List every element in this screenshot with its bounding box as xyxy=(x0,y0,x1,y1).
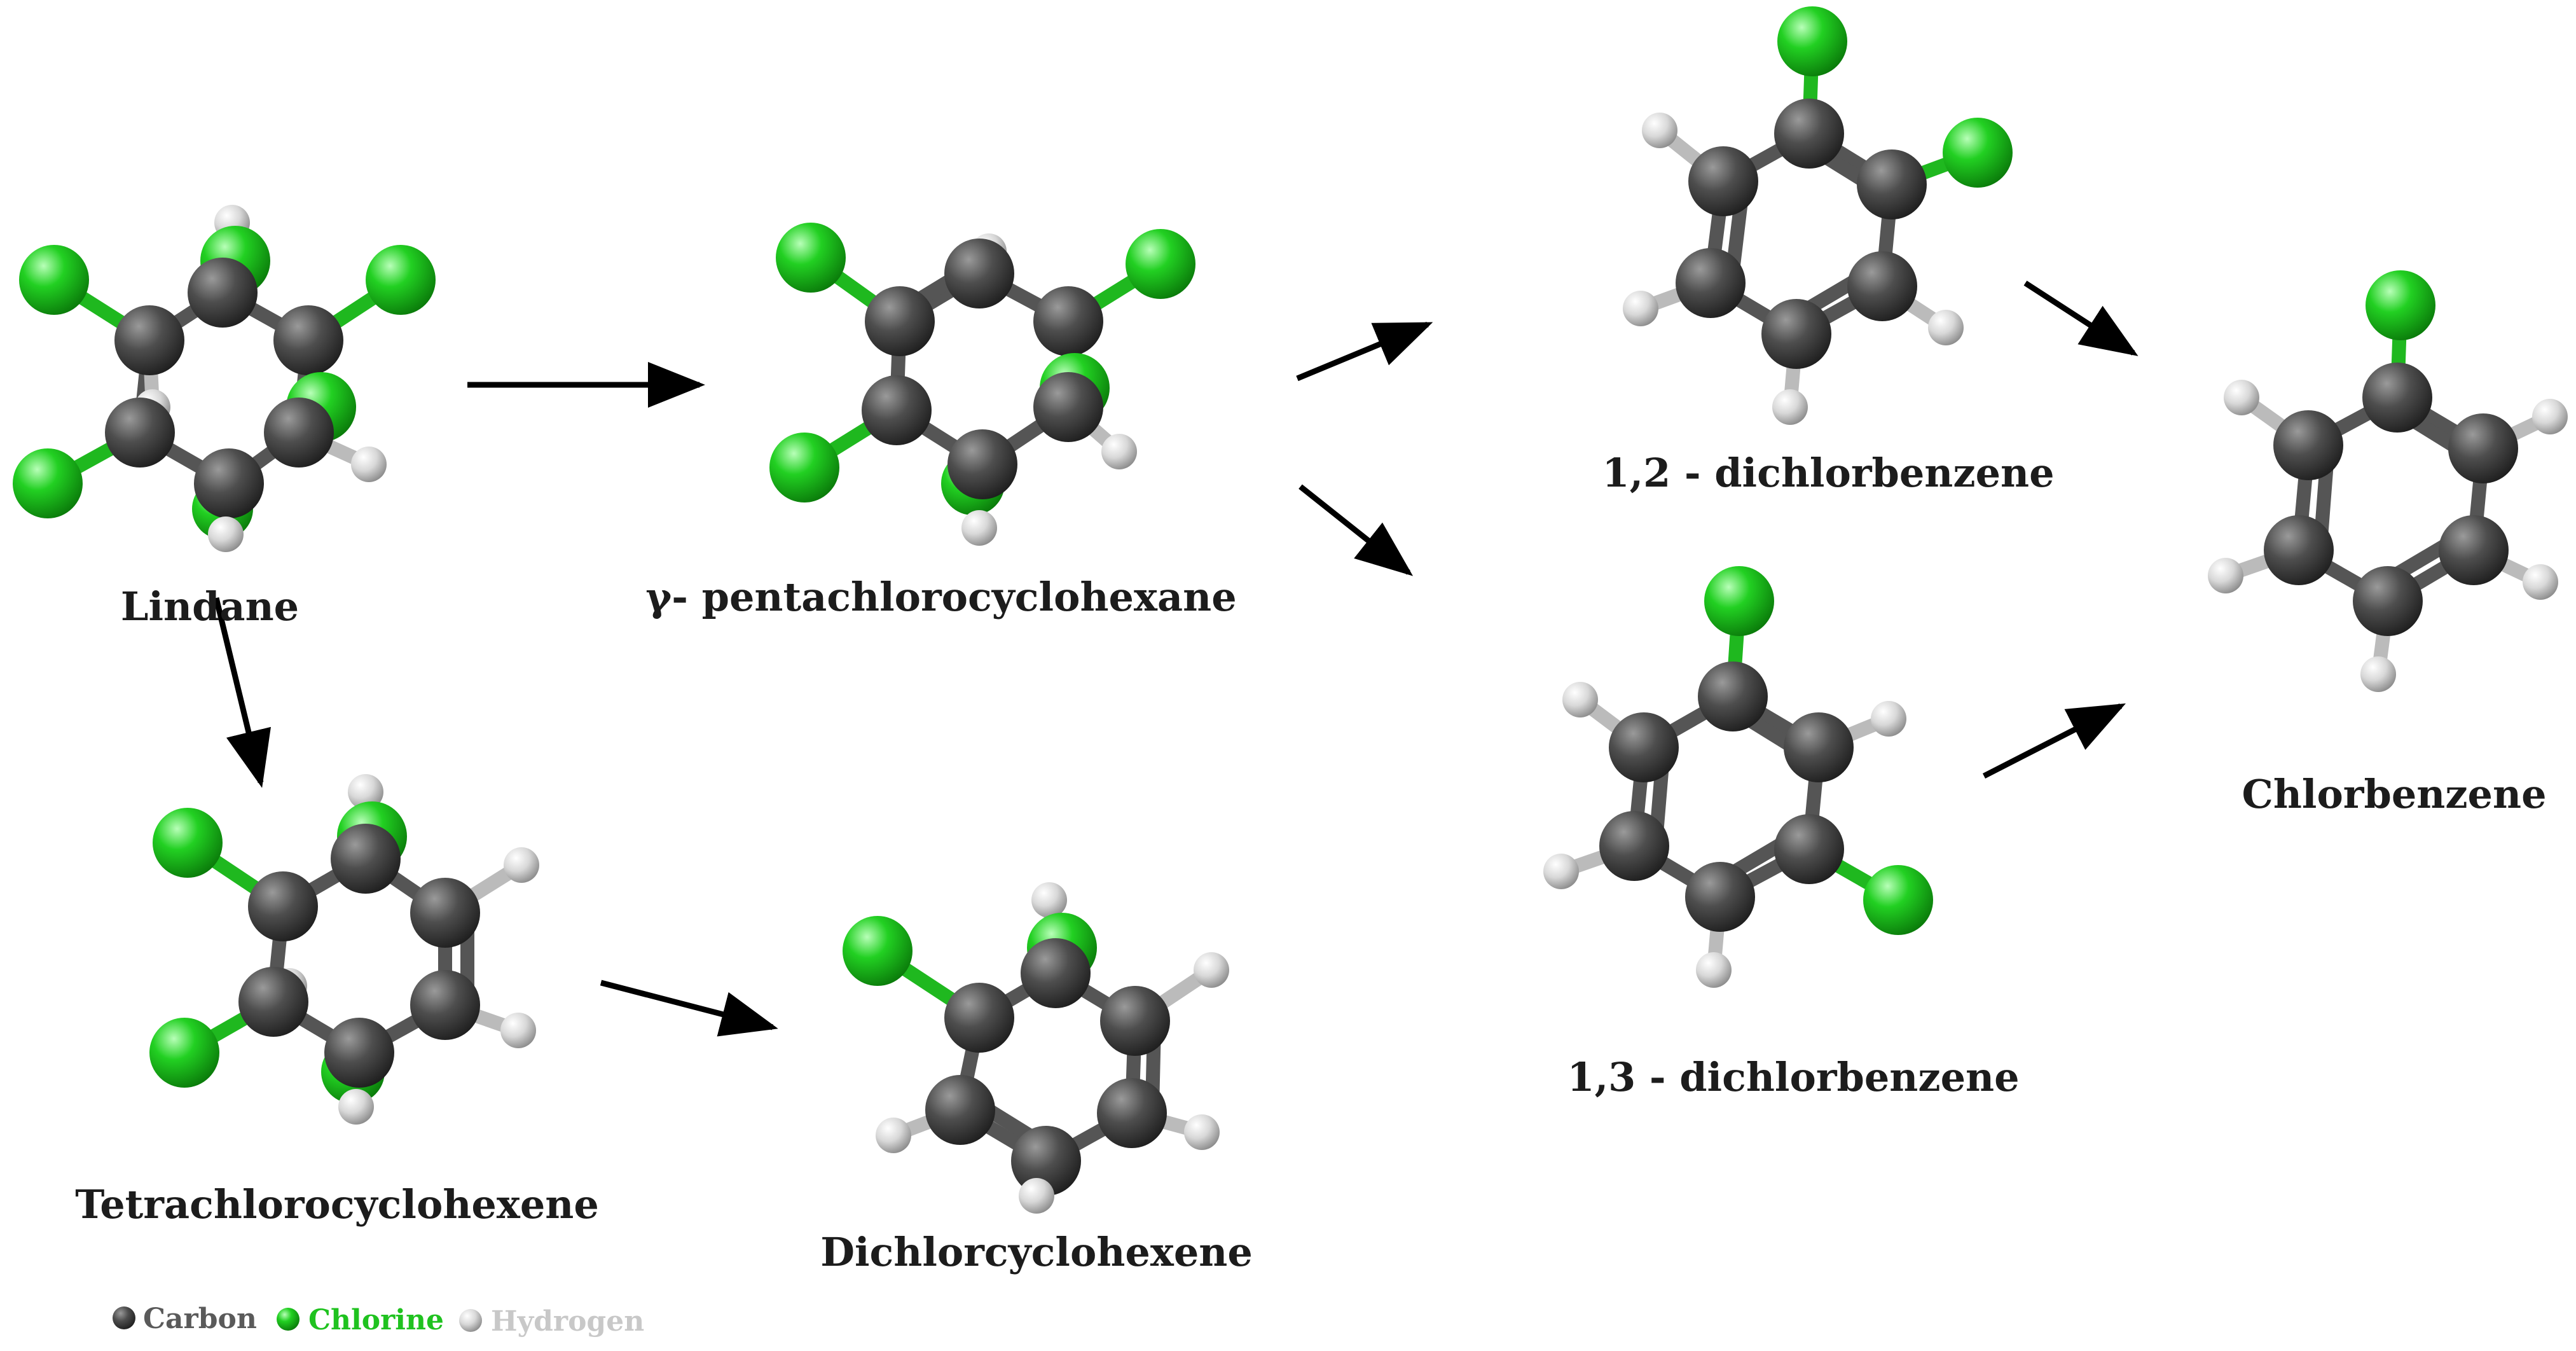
legend-hydrogen-label: Hydrogen xyxy=(491,1305,644,1338)
arrow-pentachloro-to-13dichlorbenzene xyxy=(1298,484,1414,576)
arrow-lindane-to-tetrachloro xyxy=(213,597,271,788)
arrow-pentachloro-to-12dichlorbenzene xyxy=(1296,321,1433,382)
atom-legend: Carbon Chlorine Hydrogen xyxy=(113,1303,644,1338)
legend-chlorine-swatch xyxy=(277,1308,300,1331)
label-dichlorbenzene-12: 1,2 - dichlorbenzene xyxy=(1602,450,2054,496)
molecule-dichlorbenzene-13 xyxy=(1543,566,1933,988)
label-dichlorbenzene-13: 1,3 - dichlorbenzene xyxy=(1567,1054,2019,1100)
legend-carbon-label: Carbon xyxy=(143,1303,257,1335)
legend-hydrogen-swatch xyxy=(459,1309,482,1332)
molecule-lindane xyxy=(13,205,436,552)
legend-chlorine-label: Chlorine xyxy=(308,1304,444,1336)
label-chlorbenzene: Chlorbenzene xyxy=(2242,771,2546,817)
label-dichlorcyclohexene: Dichlorcyclohexene xyxy=(820,1229,1253,1275)
molecule-pentachlorocyclohexane xyxy=(769,223,1195,546)
arrow-13dichlorbenzene-to-chlorbenzene xyxy=(1982,703,2126,779)
molecule-dichlorbenzene-12 xyxy=(1623,6,2013,425)
molecule-chlorbenzene xyxy=(2208,270,2568,692)
molecule-tetrachlorocyclohexene xyxy=(149,774,539,1125)
molecule-dichlorcyclohexene xyxy=(843,882,1229,1214)
arrow-12dichlorbenzene-to-chlorbenzene xyxy=(2023,281,2139,356)
label-lindane: Lindane xyxy=(121,583,299,630)
legend-carbon-swatch xyxy=(113,1306,135,1329)
label-pentachlorocyclohexane: γ- pentachlorocyclohexane xyxy=(645,574,1236,620)
label-tetrachlorocyclohexene: Tetrachlorocyclohexene xyxy=(75,1181,599,1228)
arrow-tetrachloro-to-dichlorcyclo xyxy=(600,980,778,1037)
